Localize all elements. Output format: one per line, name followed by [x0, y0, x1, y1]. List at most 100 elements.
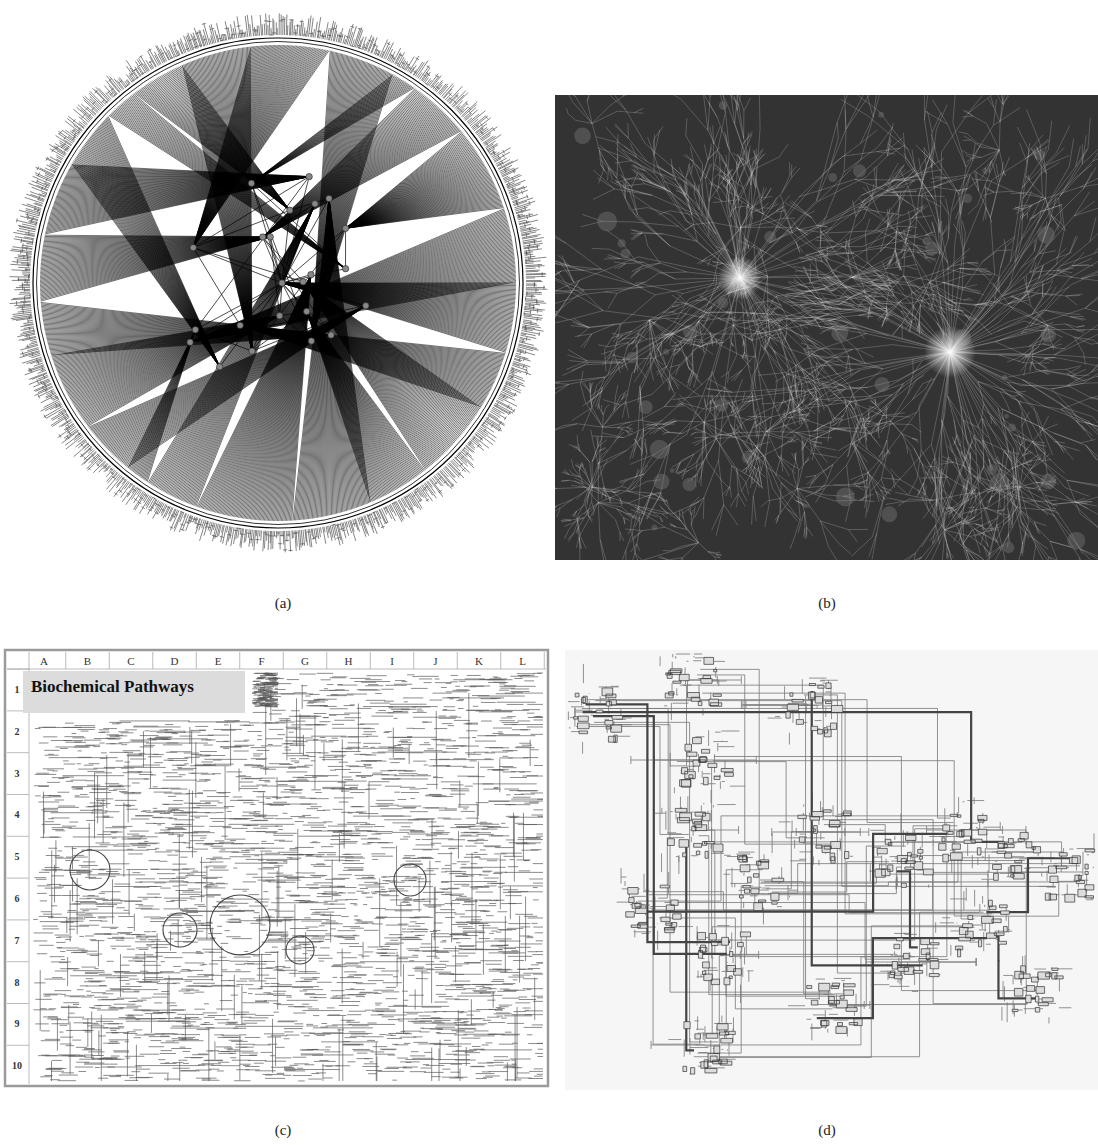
- hub-dot: [342, 225, 348, 231]
- column-letter: A: [40, 655, 48, 666]
- cycle-circle: [163, 913, 197, 947]
- column-letter: I: [390, 655, 394, 666]
- cluster-blob: [836, 487, 855, 506]
- hub-dot: [187, 339, 193, 345]
- hub-dot: [192, 327, 198, 333]
- column-letter: H: [345, 655, 353, 666]
- row-number: 5: [15, 852, 20, 862]
- cluster-blob: [764, 231, 776, 243]
- hub-dot: [342, 265, 348, 271]
- fan-lines: [40, 45, 516, 521]
- cluster-blob: [683, 325, 696, 338]
- light-ground: [565, 650, 1098, 1090]
- hub-dot: [279, 280, 285, 286]
- cluster-blob: [597, 211, 617, 231]
- chart-frame: [5, 650, 548, 1086]
- pathway-scribbles: [33, 673, 543, 1081]
- component-boxes: [574, 657, 1095, 1074]
- cluster-blob: [617, 239, 625, 247]
- hub-dot: [326, 195, 332, 201]
- cluster-blob: [987, 464, 998, 475]
- hub-dot: [308, 338, 314, 344]
- panel-caption: (b): [818, 596, 836, 611]
- row-number: 6: [15, 894, 20, 904]
- row-number: 1: [15, 685, 20, 695]
- cluster-blob: [639, 400, 653, 414]
- hub-dot: [216, 364, 222, 370]
- hub-glow: [924, 326, 976, 378]
- title-text: Biochemical Pathways: [31, 677, 194, 697]
- cluster-blob: [925, 241, 939, 255]
- hub-dot: [248, 180, 254, 186]
- cluster-blob: [626, 352, 638, 364]
- cluster-blob: [1004, 414, 1009, 419]
- row-number: 7: [15, 936, 20, 946]
- cycle-circle: [70, 850, 110, 890]
- cluster-blob: [990, 473, 1009, 492]
- row-number: 9: [15, 1019, 20, 1029]
- cluster-blob: [683, 478, 697, 492]
- orthogonal-network: [565, 650, 1098, 1090]
- cluster-blob: [1034, 150, 1045, 161]
- label-ring: [10, 13, 548, 552]
- column-letter: E: [215, 655, 222, 666]
- cluster-blob: [878, 112, 884, 118]
- hub-dot: [276, 313, 282, 319]
- branch-lines: [555, 95, 1098, 560]
- hub-dot: [304, 308, 310, 314]
- cluster-blob: [653, 474, 669, 490]
- row-number: 8: [15, 978, 20, 988]
- cluster-blob: [742, 452, 753, 463]
- column-letter: D: [171, 655, 179, 666]
- column-letter: B: [84, 655, 91, 666]
- cluster-blob: [853, 164, 866, 177]
- pathway-chart: [5, 650, 548, 1086]
- cluster-blob: [1003, 542, 1014, 553]
- cycle-circle: [286, 936, 314, 964]
- row-number: 3: [15, 769, 20, 779]
- cluster-blob: [1067, 532, 1085, 550]
- cluster-blob: [715, 398, 728, 411]
- grid-lines: [7, 652, 546, 1084]
- rim-circle: [33, 38, 523, 528]
- cycle-circle: [210, 895, 270, 955]
- hub-dot: [328, 332, 334, 338]
- cluster-blob: [621, 249, 631, 259]
- circular-network: [10, 13, 548, 552]
- column-letter: L: [519, 655, 526, 666]
- cluster-blob: [574, 127, 591, 144]
- rim-circle: [37, 42, 520, 525]
- hub-dot: [237, 322, 243, 328]
- hub-dot: [306, 173, 312, 179]
- hub-dot: [249, 348, 255, 354]
- hub-dot: [190, 244, 196, 250]
- hub-dot: [312, 201, 318, 207]
- cluster-blob: [963, 194, 973, 204]
- column-letter: C: [127, 655, 134, 666]
- cluster-blob: [1037, 226, 1055, 244]
- wire-lines: [568, 654, 1094, 1074]
- cluster-blob: [1041, 474, 1057, 490]
- hub-dot: [308, 271, 314, 277]
- cluster-blob: [670, 468, 675, 473]
- cluster-blob: [650, 440, 669, 459]
- cluster-blob: [652, 524, 658, 530]
- cluster-blob: [719, 101, 728, 110]
- cycle-circle: [394, 864, 426, 896]
- hub-dot: [267, 234, 273, 240]
- hub-glow: [718, 256, 762, 300]
- panel-caption: (d): [818, 1123, 836, 1138]
- hub-dot: [300, 279, 306, 285]
- column-letter: F: [258, 655, 264, 666]
- cluster-blob: [1008, 423, 1016, 431]
- cluster-blob: [831, 325, 848, 342]
- title-box: Biochemical Pathways: [23, 671, 245, 713]
- row-number: 10: [12, 1061, 22, 1071]
- cluster-blob: [875, 377, 890, 392]
- hub-dot: [363, 303, 369, 309]
- cluster-blob: [1041, 327, 1056, 342]
- row-number: 2: [15, 727, 20, 737]
- panel-caption: (c): [275, 1123, 292, 1138]
